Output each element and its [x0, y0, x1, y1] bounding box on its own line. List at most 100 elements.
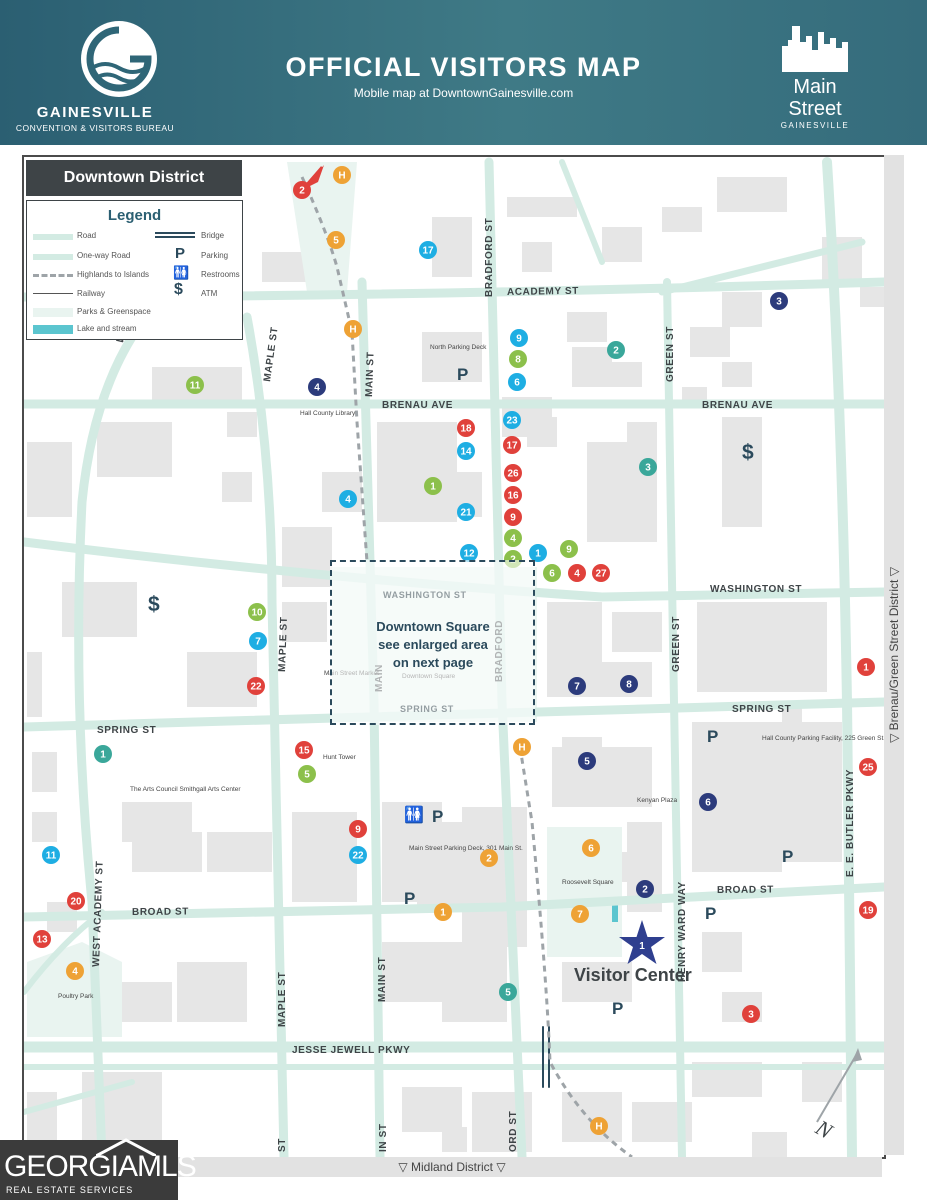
map-marker-orange-H[interactable]: H [590, 1117, 608, 1135]
map-marker-navy-2[interactable]: 2 [636, 880, 654, 898]
place-label-main_deck: Main Street Parking Deck, 301 Main St. [409, 845, 523, 852]
map-marker-teal-1[interactable]: 1 [94, 745, 112, 763]
map-marker-green-5[interactable]: 5 [298, 765, 316, 783]
building-block [702, 932, 742, 972]
map-marker-cyan-6[interactable]: 6 [508, 373, 526, 391]
place-label-north_deck: North Parking Deck [430, 344, 487, 351]
map-marker-cyan-9[interactable]: 9 [510, 329, 528, 347]
map-marker-navy-3[interactable]: 3 [770, 292, 788, 310]
marker-number: 26 [507, 469, 519, 480]
map-marker-orange-5[interactable]: 5 [327, 231, 345, 249]
street-label-main_n: MAIN ST [364, 351, 377, 397]
one-way-swatch [33, 254, 73, 260]
map-marker-cyan-14[interactable]: 14 [457, 442, 475, 460]
marker-circle [592, 564, 610, 582]
visitor-center-number: 1 [639, 941, 645, 952]
map-marker-red-17[interactable]: 17 [503, 436, 521, 454]
map-marker-teal-3[interactable]: 3 [639, 458, 657, 476]
marker-number: 9 [516, 334, 522, 345]
brenau-district-link[interactable]: ▽ Brenau/Green Street District ▽ [887, 567, 901, 743]
street-label-bradford_b: ORD ST [508, 1111, 519, 1152]
midland-district-link[interactable]: ▽ Midland District ▽ [22, 1157, 882, 1177]
map-marker-red-1[interactable]: 1 [857, 658, 875, 676]
map-marker-cyan-22[interactable]: 22 [349, 846, 367, 864]
map-marker-orange-7[interactable]: 7 [571, 905, 589, 923]
map-marker-red-22[interactable]: 22 [247, 677, 265, 695]
map-marker-orange-H[interactable]: H [344, 320, 362, 338]
map-marker-red-4[interactable]: 4 [568, 564, 586, 582]
map-marker-red-27[interactable]: 27 [592, 564, 610, 582]
map-marker-red-26[interactable]: 26 [504, 464, 522, 482]
district-title: Downtown District [26, 160, 242, 196]
marker-circle [607, 341, 625, 359]
map-marker-red-15[interactable]: 15 [295, 741, 313, 759]
map-marker-cyan-4[interactable]: 4 [339, 490, 357, 508]
map-marker-orange-1[interactable]: 1 [434, 903, 452, 921]
downtown-square-box[interactable] [330, 560, 535, 725]
map-marker-red-3[interactable]: 3 [742, 1005, 760, 1023]
map-marker-red-2[interactable]: 2 [293, 181, 311, 199]
road [822, 157, 857, 1157]
map-marker-red-18[interactable]: 18 [457, 419, 475, 437]
map-marker-red-9[interactable]: 9 [504, 508, 522, 526]
map-marker-orange-2[interactable]: 2 [480, 849, 498, 867]
map-marker-red-13[interactable]: 13 [33, 930, 51, 948]
visitor-center-star-icon[interactable] [619, 920, 665, 964]
marker-number: 2 [642, 885, 648, 896]
map-marker-cyan-23[interactable]: 23 [503, 411, 521, 429]
map-marker-cyan-17[interactable]: 17 [419, 241, 437, 259]
map-marker-teal-2[interactable]: 2 [607, 341, 625, 359]
map-marker-cyan-1[interactable]: 1 [529, 544, 547, 562]
marker-circle [295, 741, 313, 759]
road [242, 312, 289, 1157]
legend-title: Legend [107, 207, 162, 224]
marker-circle [457, 503, 475, 521]
map-marker-green-11[interactable]: 11 [186, 376, 204, 394]
marker-circle [504, 529, 522, 547]
map-marker-green-6[interactable]: 6 [543, 564, 561, 582]
map-marker-green-1[interactable]: 1 [424, 477, 442, 495]
map-marker-red-20[interactable]: 20 [67, 892, 85, 910]
map-marker-navy-8[interactable]: 8 [620, 675, 638, 693]
map-marker-orange-H[interactable]: H [333, 166, 351, 184]
building-block [432, 217, 472, 277]
marker-circle [248, 603, 266, 621]
street-label-spring_w: SPRING ST [97, 725, 156, 736]
building-block [522, 242, 552, 272]
map-marker-navy-4[interactable]: 4 [308, 378, 326, 396]
map-marker-green-8[interactable]: 8 [509, 350, 527, 368]
map-marker-cyan-21[interactable]: 21 [457, 503, 475, 521]
map-marker-green-10[interactable]: 10 [248, 603, 266, 621]
map-marker-cyan-12[interactable]: 12 [460, 544, 478, 562]
map-marker-red-19[interactable]: 19 [859, 901, 877, 919]
map-marker-orange-H[interactable]: H [513, 738, 531, 756]
atm-icon: $ [148, 593, 160, 616]
map-marker-cyan-11[interactable]: 11 [42, 846, 60, 864]
lake-swatch [33, 325, 73, 334]
map-marker-red-16[interactable]: 16 [504, 486, 522, 504]
map-marker-green-9[interactable]: 9 [560, 540, 578, 558]
map-marker-cyan-7[interactable]: 7 [249, 632, 267, 650]
map-marker-navy-7[interactable]: 7 [568, 677, 586, 695]
map-marker-orange-6[interactable]: 6 [582, 839, 600, 857]
georgia-mls-watermark [0, 1140, 178, 1200]
map-marker-red-9[interactable]: 9 [349, 820, 367, 838]
map-marker-navy-6[interactable]: 6 [699, 793, 717, 811]
parking-icon: P [432, 807, 443, 826]
building-block [722, 417, 762, 527]
marker-circle [480, 849, 498, 867]
marker-number: 17 [422, 246, 434, 257]
square-caption-line3: on next page [392, 655, 474, 670]
marker-circle [457, 419, 475, 437]
map-marker-red-25[interactable]: 25 [859, 758, 877, 776]
map-marker-orange-4[interactable]: 4 [66, 962, 84, 980]
marker-circle [247, 677, 265, 695]
brenau-district-bar[interactable] [884, 155, 904, 1155]
map-marker-teal-5[interactable]: 5 [499, 983, 517, 1001]
map-marker-green-4[interactable]: 4 [504, 529, 522, 547]
legend-parks: Parks & Greenspace [77, 307, 151, 316]
map-marker-navy-5[interactable]: 5 [578, 752, 596, 770]
marker-number: 2 [486, 854, 492, 865]
building-block [187, 652, 257, 707]
